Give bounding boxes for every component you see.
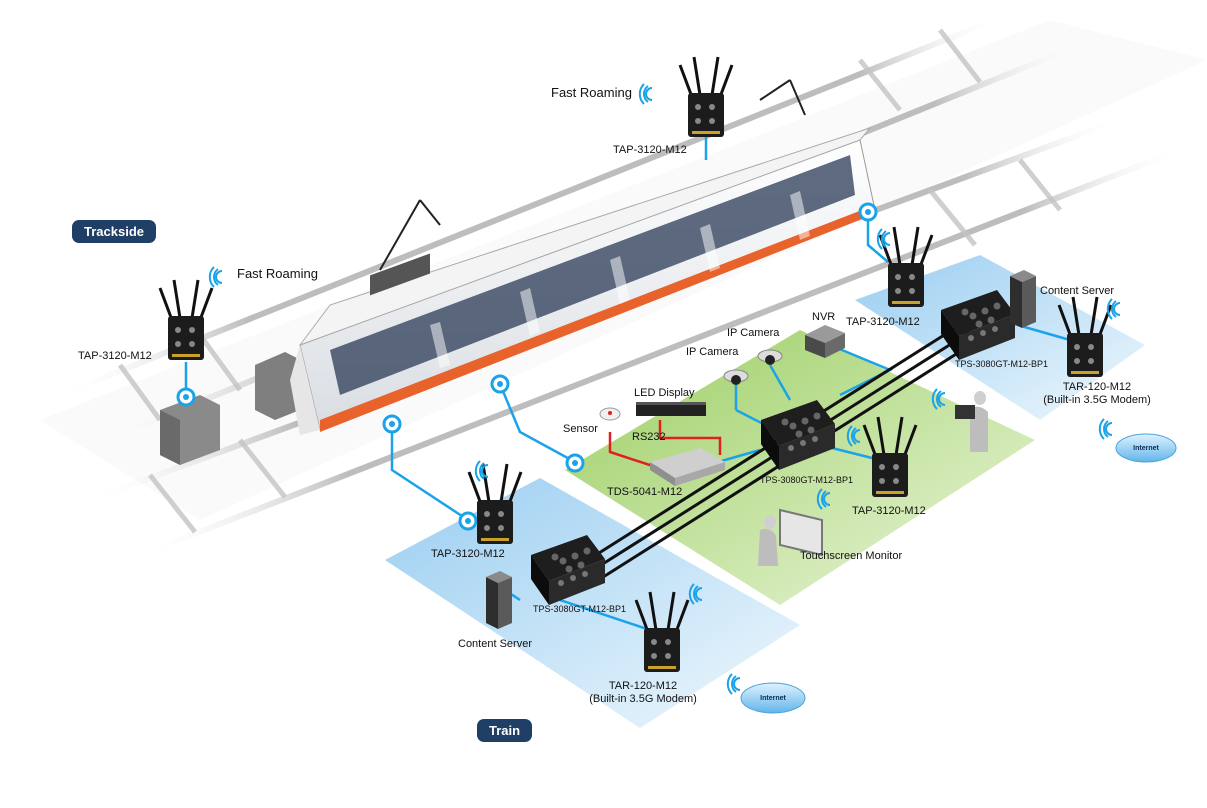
sensor-label: Sensor bbox=[563, 423, 598, 435]
ip-camera-icon bbox=[757, 349, 783, 365]
rs232-label: RS232 bbox=[632, 431, 666, 443]
internet-cloud-right: Internet bbox=[1115, 433, 1177, 463]
content-server-bottom-label: Content Server bbox=[458, 638, 532, 650]
operator-icon bbox=[955, 391, 988, 452]
fast-roaming-top-label: Fast Roaming bbox=[551, 85, 632, 100]
tap-left-label: TAP-3120-M12 bbox=[78, 350, 152, 362]
trackside-cabinets bbox=[160, 352, 305, 465]
tap-center-label: TAP-3120-M12 bbox=[852, 505, 926, 517]
tps-bottom-label: TPS-3080GT-M12-BP1 bbox=[533, 604, 627, 614]
access-point-left bbox=[158, 278, 214, 362]
tap-bottom-label: TAP-3120-M12 bbox=[431, 548, 505, 560]
access-point-top bbox=[678, 55, 734, 139]
tar-bottom-label: TAR-120-M12 (Built-in 3.5G Modem) bbox=[578, 680, 708, 705]
tar-right-label: TAR-120-M12 (Built-in 3.5G Modem) bbox=[1032, 381, 1162, 406]
center-zone-green bbox=[565, 330, 1035, 605]
wifi-icon bbox=[638, 83, 653, 105]
tds-device-icon bbox=[650, 448, 725, 486]
wifi-icon bbox=[208, 266, 223, 288]
tar-right-note: (Built-in 3.5G Modem) bbox=[1043, 393, 1151, 406]
train-badge: Train bbox=[477, 719, 533, 742]
tar-bottom-note: (Built-in 3.5G Modem) bbox=[589, 692, 697, 705]
tps-center-label: TPS-3080GT-M12-BP1 bbox=[760, 475, 854, 485]
tar-bottom-model: TAR-120-M12 bbox=[608, 680, 678, 692]
nvr-icon bbox=[805, 325, 845, 358]
led-display-label: LED Display bbox=[634, 387, 695, 399]
content-server-bottom-icon bbox=[486, 571, 512, 629]
content-server-right-icon bbox=[1010, 270, 1036, 328]
nvr-label: NVR bbox=[812, 311, 836, 323]
led-display-icon bbox=[636, 402, 706, 416]
svg-text:Internet: Internet bbox=[760, 695, 786, 702]
serial-links bbox=[608, 420, 722, 472]
content-server-right-label: Content Server bbox=[1040, 285, 1114, 297]
svg-text:Internet: Internet bbox=[1133, 445, 1159, 452]
internet-cloud-bottom: Internet bbox=[740, 682, 806, 714]
wifi-icon bbox=[1098, 418, 1113, 440]
link-node bbox=[176, 387, 196, 407]
link-node bbox=[458, 511, 478, 531]
link-node bbox=[490, 374, 510, 394]
tap-top-label: TAP-3120-M12 bbox=[613, 144, 687, 156]
touchscreen-monitor-label: Touchscreen Monitor bbox=[800, 550, 903, 562]
tps-right-label: TPS-3080GT-M12-BP1 bbox=[955, 359, 1049, 369]
link-node bbox=[858, 202, 878, 222]
sensor-icon bbox=[599, 407, 621, 421]
wifi-icon bbox=[726, 673, 741, 695]
ip-camera-label-lower: IP Camera bbox=[686, 346, 739, 358]
fast-roaming-left-label: Fast Roaming bbox=[237, 266, 318, 281]
link-node bbox=[382, 414, 402, 434]
tds-label: TDS-5041-M12 bbox=[607, 486, 683, 498]
trackside-badge: Trackside bbox=[72, 220, 156, 243]
ip-camera-icon bbox=[723, 369, 749, 385]
link-node bbox=[565, 453, 585, 473]
tar-right-model: TAR-120-M12 bbox=[1062, 381, 1132, 393]
ip-camera-label-upper: IP Camera bbox=[727, 327, 780, 339]
touchscreen-monitor-icon bbox=[758, 508, 823, 566]
wifi-icon bbox=[876, 228, 891, 250]
tram bbox=[290, 79, 876, 435]
tap-right-label: TAP-3120-M12 bbox=[846, 316, 920, 328]
